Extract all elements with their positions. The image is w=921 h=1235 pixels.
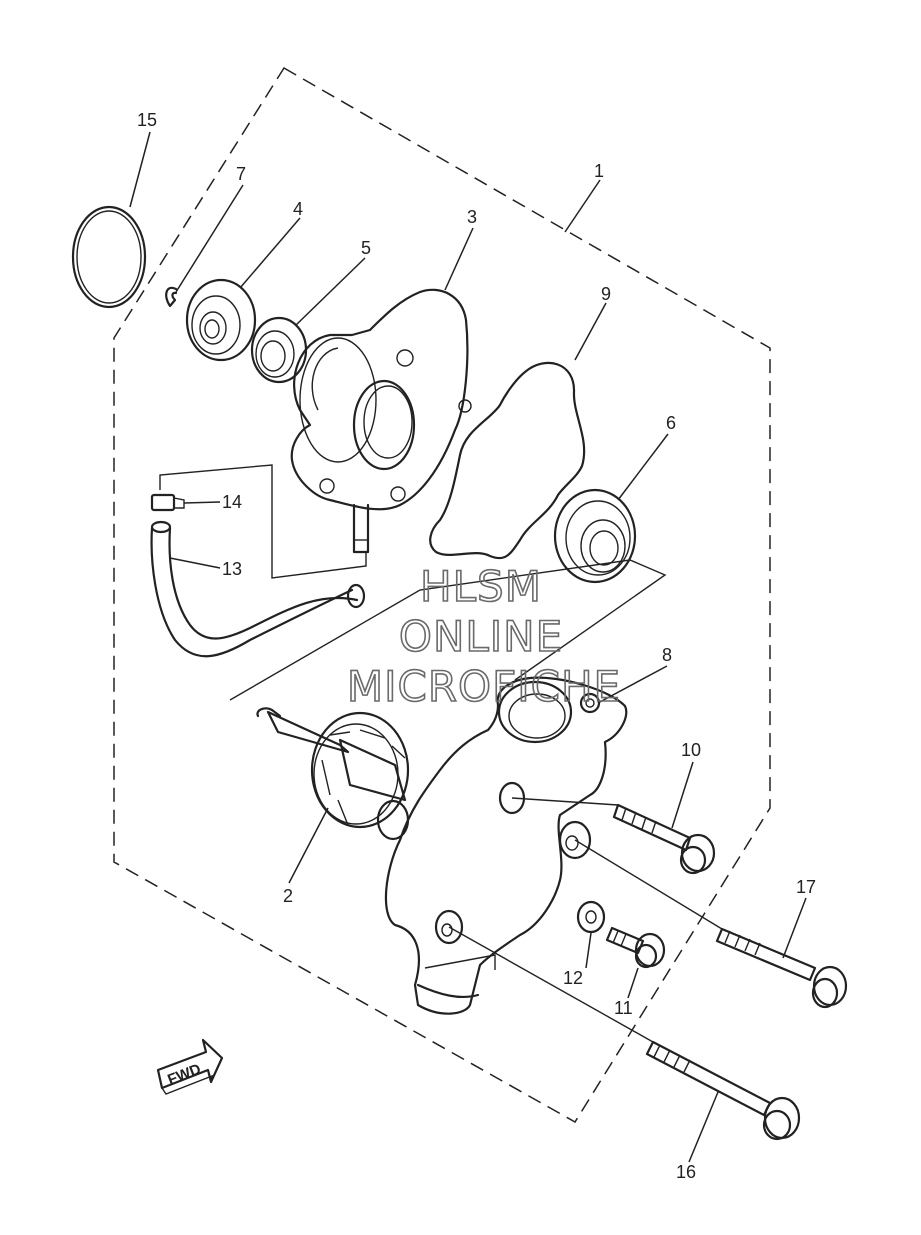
bearing-4 <box>185 278 257 362</box>
leader-lines <box>129 131 807 1163</box>
callout-15: 15 <box>137 110 157 130</box>
impeller-shaft-2 <box>256 707 410 841</box>
callout-11: 11 <box>614 998 633 1018</box>
bolt-10 <box>612 803 716 875</box>
callout-9: 9 <box>601 284 611 304</box>
oil-seal-5 <box>250 316 308 384</box>
callout-5: 5 <box>361 238 371 258</box>
callout-3: 3 <box>467 207 477 227</box>
callout-8: 8 <box>662 645 672 665</box>
watermark-line-3: MICROFICHE <box>347 662 621 711</box>
hose-clamp-14 <box>150 493 185 512</box>
assembly-guide-lines <box>159 464 723 1043</box>
hose-13 <box>150 526 354 658</box>
callout-4: 4 <box>293 199 303 219</box>
callout-14: 14 <box>222 492 242 512</box>
callout-6: 6 <box>666 413 676 433</box>
callout-16: 16 <box>676 1162 696 1182</box>
o-ring-15 <box>71 205 147 309</box>
callout-2: 2 <box>283 886 293 906</box>
bolt-16 <box>645 1040 801 1141</box>
callout-10: 10 <box>681 740 701 760</box>
gasket-9 <box>429 361 586 560</box>
bolt-17 <box>715 927 848 1009</box>
watermark-line-1: HLSM <box>420 562 542 611</box>
callout-12: 12 <box>563 968 583 988</box>
housing-cover-3 <box>290 288 472 554</box>
mechanical-seal-6 <box>553 488 637 584</box>
circlip-7 <box>165 286 178 308</box>
bolt-11 <box>605 926 666 969</box>
washer-12 <box>576 900 606 934</box>
assembly-boundary <box>113 66 771 1124</box>
callout-1: 1 <box>594 161 604 181</box>
callout-17: 17 <box>796 877 816 897</box>
watermark-line-2: ONLINE <box>399 612 563 661</box>
watermark: HLSM ONLINE MICROFICHE <box>346 561 621 712</box>
pump-housing-8 <box>384 676 628 1015</box>
callout-7: 7 <box>236 164 246 184</box>
callout-13: 13 <box>222 559 242 579</box>
fwd-arrow-icon: FWD <box>156 1038 224 1095</box>
